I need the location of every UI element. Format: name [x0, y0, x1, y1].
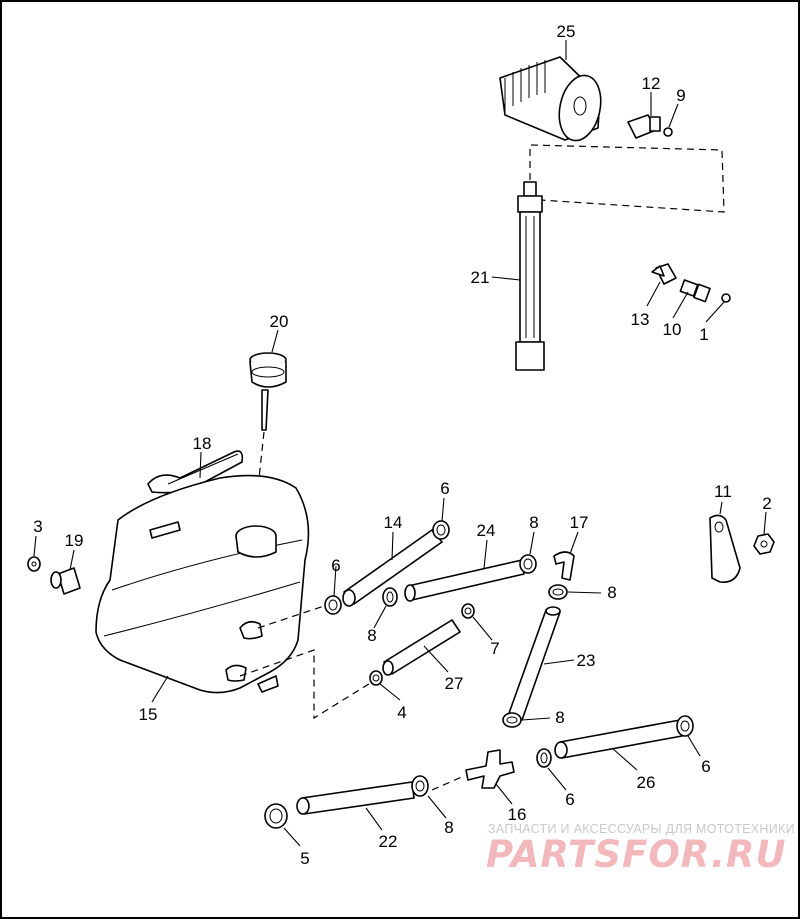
part-11-clip	[709, 514, 741, 584]
part-10-valve	[679, 279, 711, 303]
callout-1: 1	[699, 325, 708, 344]
callout-6-center: 6	[565, 790, 574, 809]
callout-18: 18	[193, 434, 212, 453]
callout-9: 9	[676, 86, 685, 105]
callout-8-top: 8	[529, 513, 538, 532]
clamp-8-right	[548, 584, 568, 600]
part-19-grommet	[50, 567, 81, 595]
part-2-nut	[753, 533, 775, 555]
callout-16: 16	[508, 805, 527, 824]
part-15-oil-tank	[95, 474, 310, 694]
leader-lines	[33, 40, 767, 847]
part-18-bracket	[147, 450, 244, 494]
callout-23: 23	[577, 651, 596, 670]
callout-27: 27	[445, 674, 464, 693]
part-27-hose	[382, 619, 461, 676]
callout-7: 7	[490, 639, 499, 658]
callout-13: 13	[631, 310, 650, 329]
callout-10: 10	[663, 320, 682, 339]
clamp-6-right	[676, 715, 694, 737]
callout-12: 12	[642, 74, 661, 93]
part-25-oil-filter	[499, 56, 602, 142]
part-20-dipstick	[249, 352, 287, 431]
callout-8-lower: 8	[555, 708, 564, 727]
clamp-6-center	[536, 748, 552, 768]
callout-5: 5	[300, 849, 309, 868]
part-13-fitting	[651, 263, 677, 285]
callout-8-right: 8	[607, 583, 616, 602]
callout-19: 19	[65, 531, 84, 550]
callout-2: 2	[762, 494, 771, 513]
part-14-hose	[342, 529, 443, 607]
clamp-8-top	[519, 554, 537, 574]
callout-25: 25	[557, 22, 576, 41]
callout-8-left: 8	[367, 626, 376, 645]
callout-26: 26	[637, 773, 656, 792]
part-1-nut	[721, 293, 731, 303]
part-17-elbow	[553, 551, 575, 581]
callout-8-bottom: 8	[444, 818, 453, 837]
callout-20: 20	[270, 312, 289, 331]
callout-6-top: 6	[440, 479, 449, 498]
part-12-fitting	[627, 114, 661, 139]
part-16-tee	[465, 749, 515, 789]
clamp-4	[369, 670, 383, 686]
clamp-8-bottom	[411, 775, 429, 797]
clamp-6-top	[432, 520, 450, 540]
part-3-nut	[27, 556, 41, 572]
part-26-hose	[554, 719, 683, 759]
clamp-8-lower	[502, 712, 522, 728]
tee-dash-link	[431, 775, 465, 791]
clamp-8-left	[382, 587, 398, 607]
clamp-7	[461, 603, 475, 619]
callout-6-right: 6	[701, 757, 710, 776]
part-22-hose	[296, 781, 415, 815]
clamp-5	[264, 803, 288, 829]
part-9-plug	[663, 127, 673, 137]
callout-11: 11	[714, 482, 732, 501]
clamp-6-left	[324, 595, 342, 615]
callout-14: 14	[384, 513, 403, 532]
callout-6-left: 6	[331, 556, 340, 575]
tank-dash-link-2	[239, 649, 373, 720]
callout-17: 17	[570, 513, 589, 532]
callout-24: 24	[477, 521, 496, 540]
callout-22: 22	[379, 832, 398, 851]
part-23-hose	[507, 606, 561, 721]
callout-15: 15	[139, 705, 158, 724]
callout-21: 21	[471, 268, 490, 287]
assembly-dash-link	[529, 144, 725, 213]
watermark-logo: PARTSFOR.RU	[486, 833, 787, 876]
part-24-hose	[404, 559, 525, 602]
watermark-tagline: ЗАПЧАСТИ И АКСЕССУАРЫ ДЛЯ МОТОТЕХНИКИ	[488, 822, 795, 836]
callout-4: 4	[397, 703, 406, 722]
part-21-tube	[515, 181, 545, 371]
callout-3: 3	[33, 517, 42, 536]
